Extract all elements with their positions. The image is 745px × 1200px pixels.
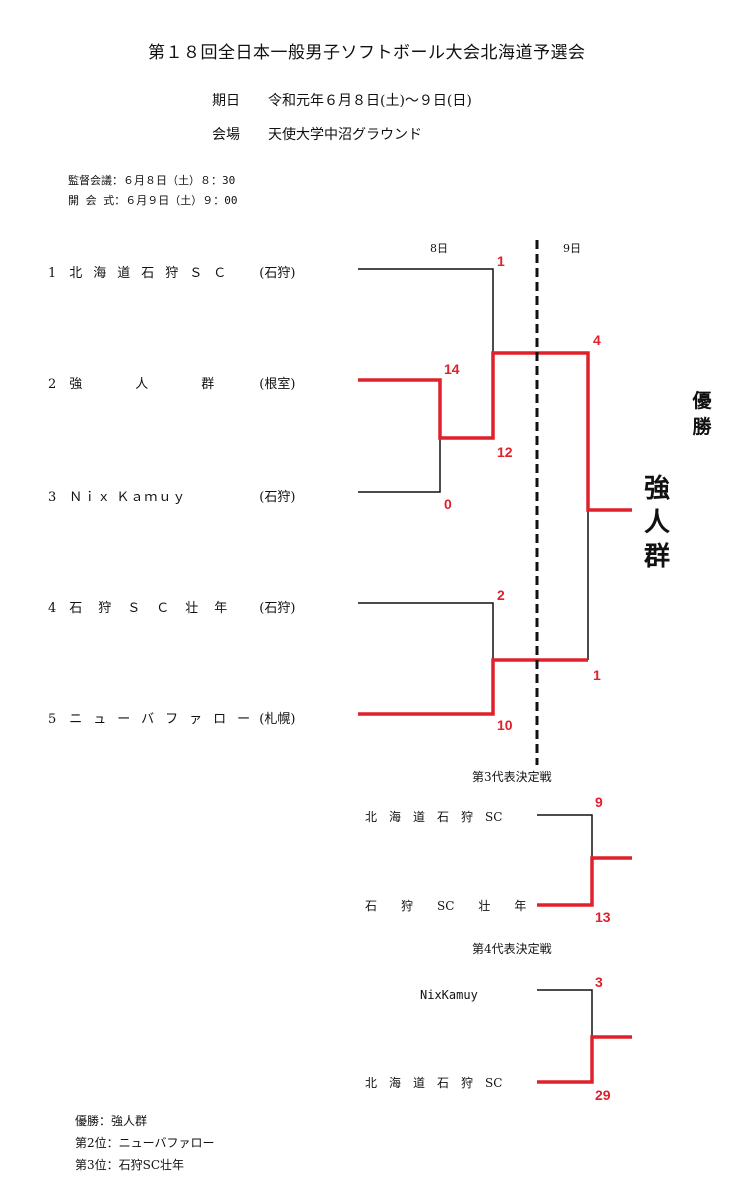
score: 12	[497, 444, 513, 460]
line-4th-a	[537, 989, 593, 1037]
fourth-team-a: NixKamuy	[420, 988, 478, 1002]
page-title: 第１８回全日本一般男子ソフトボール大会北海道予選会	[148, 43, 586, 63]
score: 1	[497, 253, 505, 269]
third-place-title: 第3代表決定戦	[472, 770, 552, 784]
team-number: 3	[48, 490, 57, 505]
line-team3	[358, 438, 441, 493]
team-row: 1 北海道石狩ＳＣ (石狩)	[48, 262, 295, 281]
line-team4	[358, 602, 494, 660]
day2-label: 9日	[563, 242, 581, 255]
team-name: 強 人 群	[69, 377, 235, 392]
team-number: 2	[48, 377, 57, 392]
venue-value: 天使大学中沼グラウンド	[268, 127, 422, 143]
team-row: 3 Ｎｉｘ Ｋａｍｕｙ (石狩)	[48, 486, 295, 505]
team-number: 4	[48, 601, 57, 616]
score: 1	[593, 667, 601, 683]
champion-label: 優勝	[692, 390, 712, 438]
result-2nd: 第2位：ニューバファロー	[75, 1136, 215, 1150]
venue-label: 会場	[212, 127, 240, 143]
team-region: (石狩)	[259, 490, 296, 505]
score: 29	[595, 1087, 611, 1103]
team-name: ニューバファロー	[69, 712, 262, 727]
team-region: (石狩)	[259, 601, 296, 616]
team-name: 北海道石狩ＳＣ	[69, 266, 238, 281]
champion-name: 強人群	[643, 474, 670, 572]
score: 2	[497, 587, 505, 603]
team-region: (札幌)	[259, 712, 296, 727]
line-team1	[358, 268, 494, 353]
team-row: 5 ニューバファロー(札幌)	[48, 708, 295, 727]
line-4th-b-win	[537, 1035, 632, 1084]
line-3rd-b-win	[537, 856, 632, 907]
fourth-place-title: 第4代表決定戦	[472, 942, 552, 956]
result-3rd: 第3位：石狩SC壮年	[75, 1158, 185, 1172]
team-region: (石狩)	[259, 266, 296, 281]
score: 13	[595, 909, 611, 925]
opening-ceremony: 開 会 式：６月９日（土）９：00	[68, 194, 238, 207]
result-1st: 優勝：強人群	[75, 1114, 148, 1128]
score: 3	[595, 974, 603, 990]
line-team5-win	[358, 658, 588, 716]
third-team-b: 石 狩 SC 壮 年	[365, 899, 527, 913]
team-region: (根室)	[259, 377, 296, 392]
manager-meeting: 監督会議：６月８日（土）８：30	[68, 174, 236, 187]
team-number: 1	[48, 266, 57, 281]
line-team2-win	[358, 351, 632, 512]
third-team-a: 北 海 道 石 狩 SC	[365, 810, 503, 824]
team-name: 石狩ＳＣ壮年	[69, 601, 244, 616]
date-value: 令和元年６月８日(土)〜９日(日)	[268, 93, 472, 109]
score: 4	[593, 332, 601, 348]
score: 14	[444, 361, 460, 377]
team-row: 4 石狩ＳＣ壮年 (石狩)	[48, 597, 295, 616]
fourth-team-b: 北 海 道 石 狩 SC	[365, 1076, 503, 1090]
score: 9	[595, 794, 603, 810]
team-name: Ｎｉｘ Ｋａｍｕｙ	[69, 490, 187, 505]
team-number: 5	[48, 712, 57, 727]
line-3rd-a	[537, 814, 593, 858]
day1-label: 8日	[430, 242, 448, 255]
team-row: 2 強 人 群 (根室)	[48, 373, 295, 392]
date-label: 期日	[212, 93, 240, 109]
score: 10	[497, 717, 513, 733]
score: 0	[444, 496, 452, 512]
